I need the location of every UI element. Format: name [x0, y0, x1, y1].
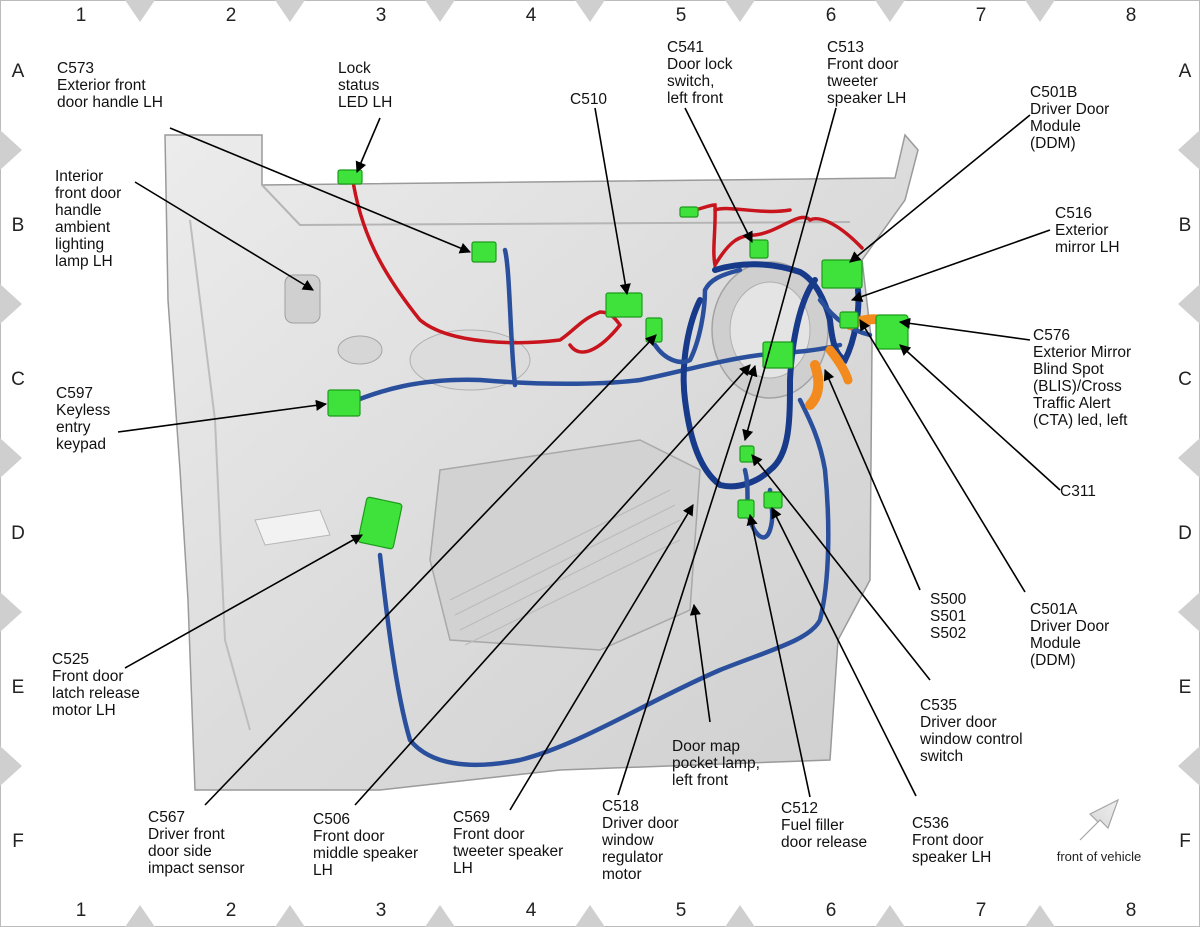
label-c501a: C501A Driver Door Module (DDM)	[1030, 601, 1114, 669]
grid-column-labels-top: 1 2 3 4 5 6 7 8	[76, 5, 1137, 26]
grid-col-5-bottom: 5	[676, 900, 687, 921]
grid-row-a-left: A	[12, 61, 25, 82]
label-c513: C513 Front door tweeter speaker LH	[827, 39, 906, 107]
connector-interior-handle-lamp[interactable]	[679, 206, 699, 218]
grid-col-4-bottom: 4	[526, 900, 537, 921]
red-wire-harness	[350, 173, 864, 354]
grid-col-6-bottom: 6	[826, 900, 837, 921]
grid-col-8-top: 8	[1126, 5, 1137, 26]
grid-col-4-top: 4	[526, 5, 537, 26]
grid-col-7-bottom: 7	[976, 900, 987, 921]
label-c535: C535 Driver door window control switch	[919, 697, 1027, 765]
grid-row-a-right: A	[1179, 61, 1192, 82]
grid-col-8-bottom: 8	[1126, 900, 1137, 921]
label-c311: C311	[1060, 483, 1096, 500]
label-c501b: C501B Driver Door Module (DDM)	[1030, 84, 1114, 152]
label-c541: C541 Door lock switch, left front	[667, 39, 737, 107]
connector-c516[interactable]	[839, 311, 859, 329]
front-arrow-icon	[1079, 798, 1120, 841]
label-c506: C506 Front door middle speaker LH	[313, 811, 422, 879]
grid-row-c-left: C	[11, 369, 25, 390]
front-of-vehicle-indicator: front of vehicle	[1057, 798, 1142, 864]
label-c525: C525 Front door latch release motor LH	[52, 651, 144, 719]
label-lock-status-led: Lock status LED LH	[338, 60, 392, 111]
grid-row-c-right: C	[1178, 369, 1192, 390]
grid-col-3-bottom: 3	[376, 900, 387, 921]
grid-col-6-top: 6	[826, 5, 837, 26]
connector-c573[interactable]	[471, 241, 497, 263]
grid-col-5-top: 5	[676, 5, 687, 26]
leader-lines	[117, 107, 1061, 811]
door-panel	[164, 133, 919, 791]
grid-row-b-left: B	[12, 215, 25, 236]
connector-c567[interactable]	[645, 317, 663, 343]
label-c567: C567 Driver front door side impact senso…	[148, 809, 244, 877]
grid-row-b-right: B	[1179, 215, 1192, 236]
grid-row-f-left: F	[12, 831, 24, 852]
grid-row-d-right: D	[1178, 523, 1192, 544]
label-c573: C573 Exterior front door handle LH	[57, 60, 163, 111]
label-splices: S500 S501 S502	[930, 591, 971, 642]
front-of-vehicle-label: front of vehicle	[1057, 849, 1142, 864]
grid-row-d-left: D	[11, 523, 25, 544]
label-c512: C512 Fuel filler door release	[781, 800, 867, 851]
label-c576: C576 Exterior Mirror Blind Spot (BLIS)/C…	[1033, 327, 1135, 429]
connector-c535[interactable]	[739, 445, 755, 463]
grid-row-labels-left: A B C D E F	[11, 61, 25, 852]
label-c510: C510	[570, 91, 607, 108]
grid-col-1-bottom: 1	[76, 900, 87, 921]
grid-col-3-top: 3	[376, 5, 387, 26]
label-c569: C569 Front door tweeter speaker LH	[453, 809, 568, 877]
connector-lock-status-led[interactable]	[337, 169, 363, 185]
grid-row-f-right: F	[1179, 831, 1191, 852]
label-c518: C518 Driver door window regulator motor	[601, 798, 683, 883]
label-interior-handle-lamp: Interior front door handle ambient light…	[55, 168, 126, 270]
connector-c541[interactable]	[749, 239, 769, 259]
grid-col-7-top: 7	[976, 5, 987, 26]
grid-col-2-bottom: 2	[226, 900, 237, 921]
grid-column-labels-bottom: 1 2 3 4 5 6 7 8	[76, 900, 1137, 921]
label-c516: C516 Exterior mirror LH	[1055, 205, 1120, 256]
grid-col-2-top: 2	[226, 5, 237, 26]
connector-c512[interactable]	[737, 499, 755, 519]
label-c597: C597 Keyless entry keypad	[56, 385, 115, 453]
connector-c501b[interactable]	[821, 259, 863, 289]
grid-row-e-right: E	[1179, 677, 1192, 698]
connector-c597[interactable]	[327, 389, 361, 417]
connector-c576[interactable]	[875, 314, 909, 350]
label-map-pocket-lamp: Door map pocket lamp, left front	[672, 738, 764, 789]
grid-col-1-top: 1	[76, 5, 87, 26]
connector-c510[interactable]	[605, 292, 643, 318]
grid-row-e-left: E	[12, 677, 25, 698]
label-c536: C536 Front door speaker LH	[912, 815, 991, 866]
connector-c525[interactable]	[357, 496, 403, 550]
connector-c536[interactable]	[763, 491, 783, 509]
grid-row-labels-right: A B C D E F	[1178, 61, 1192, 852]
component-labels: C573 Exterior front door handle LH Lock …	[52, 39, 1135, 883]
